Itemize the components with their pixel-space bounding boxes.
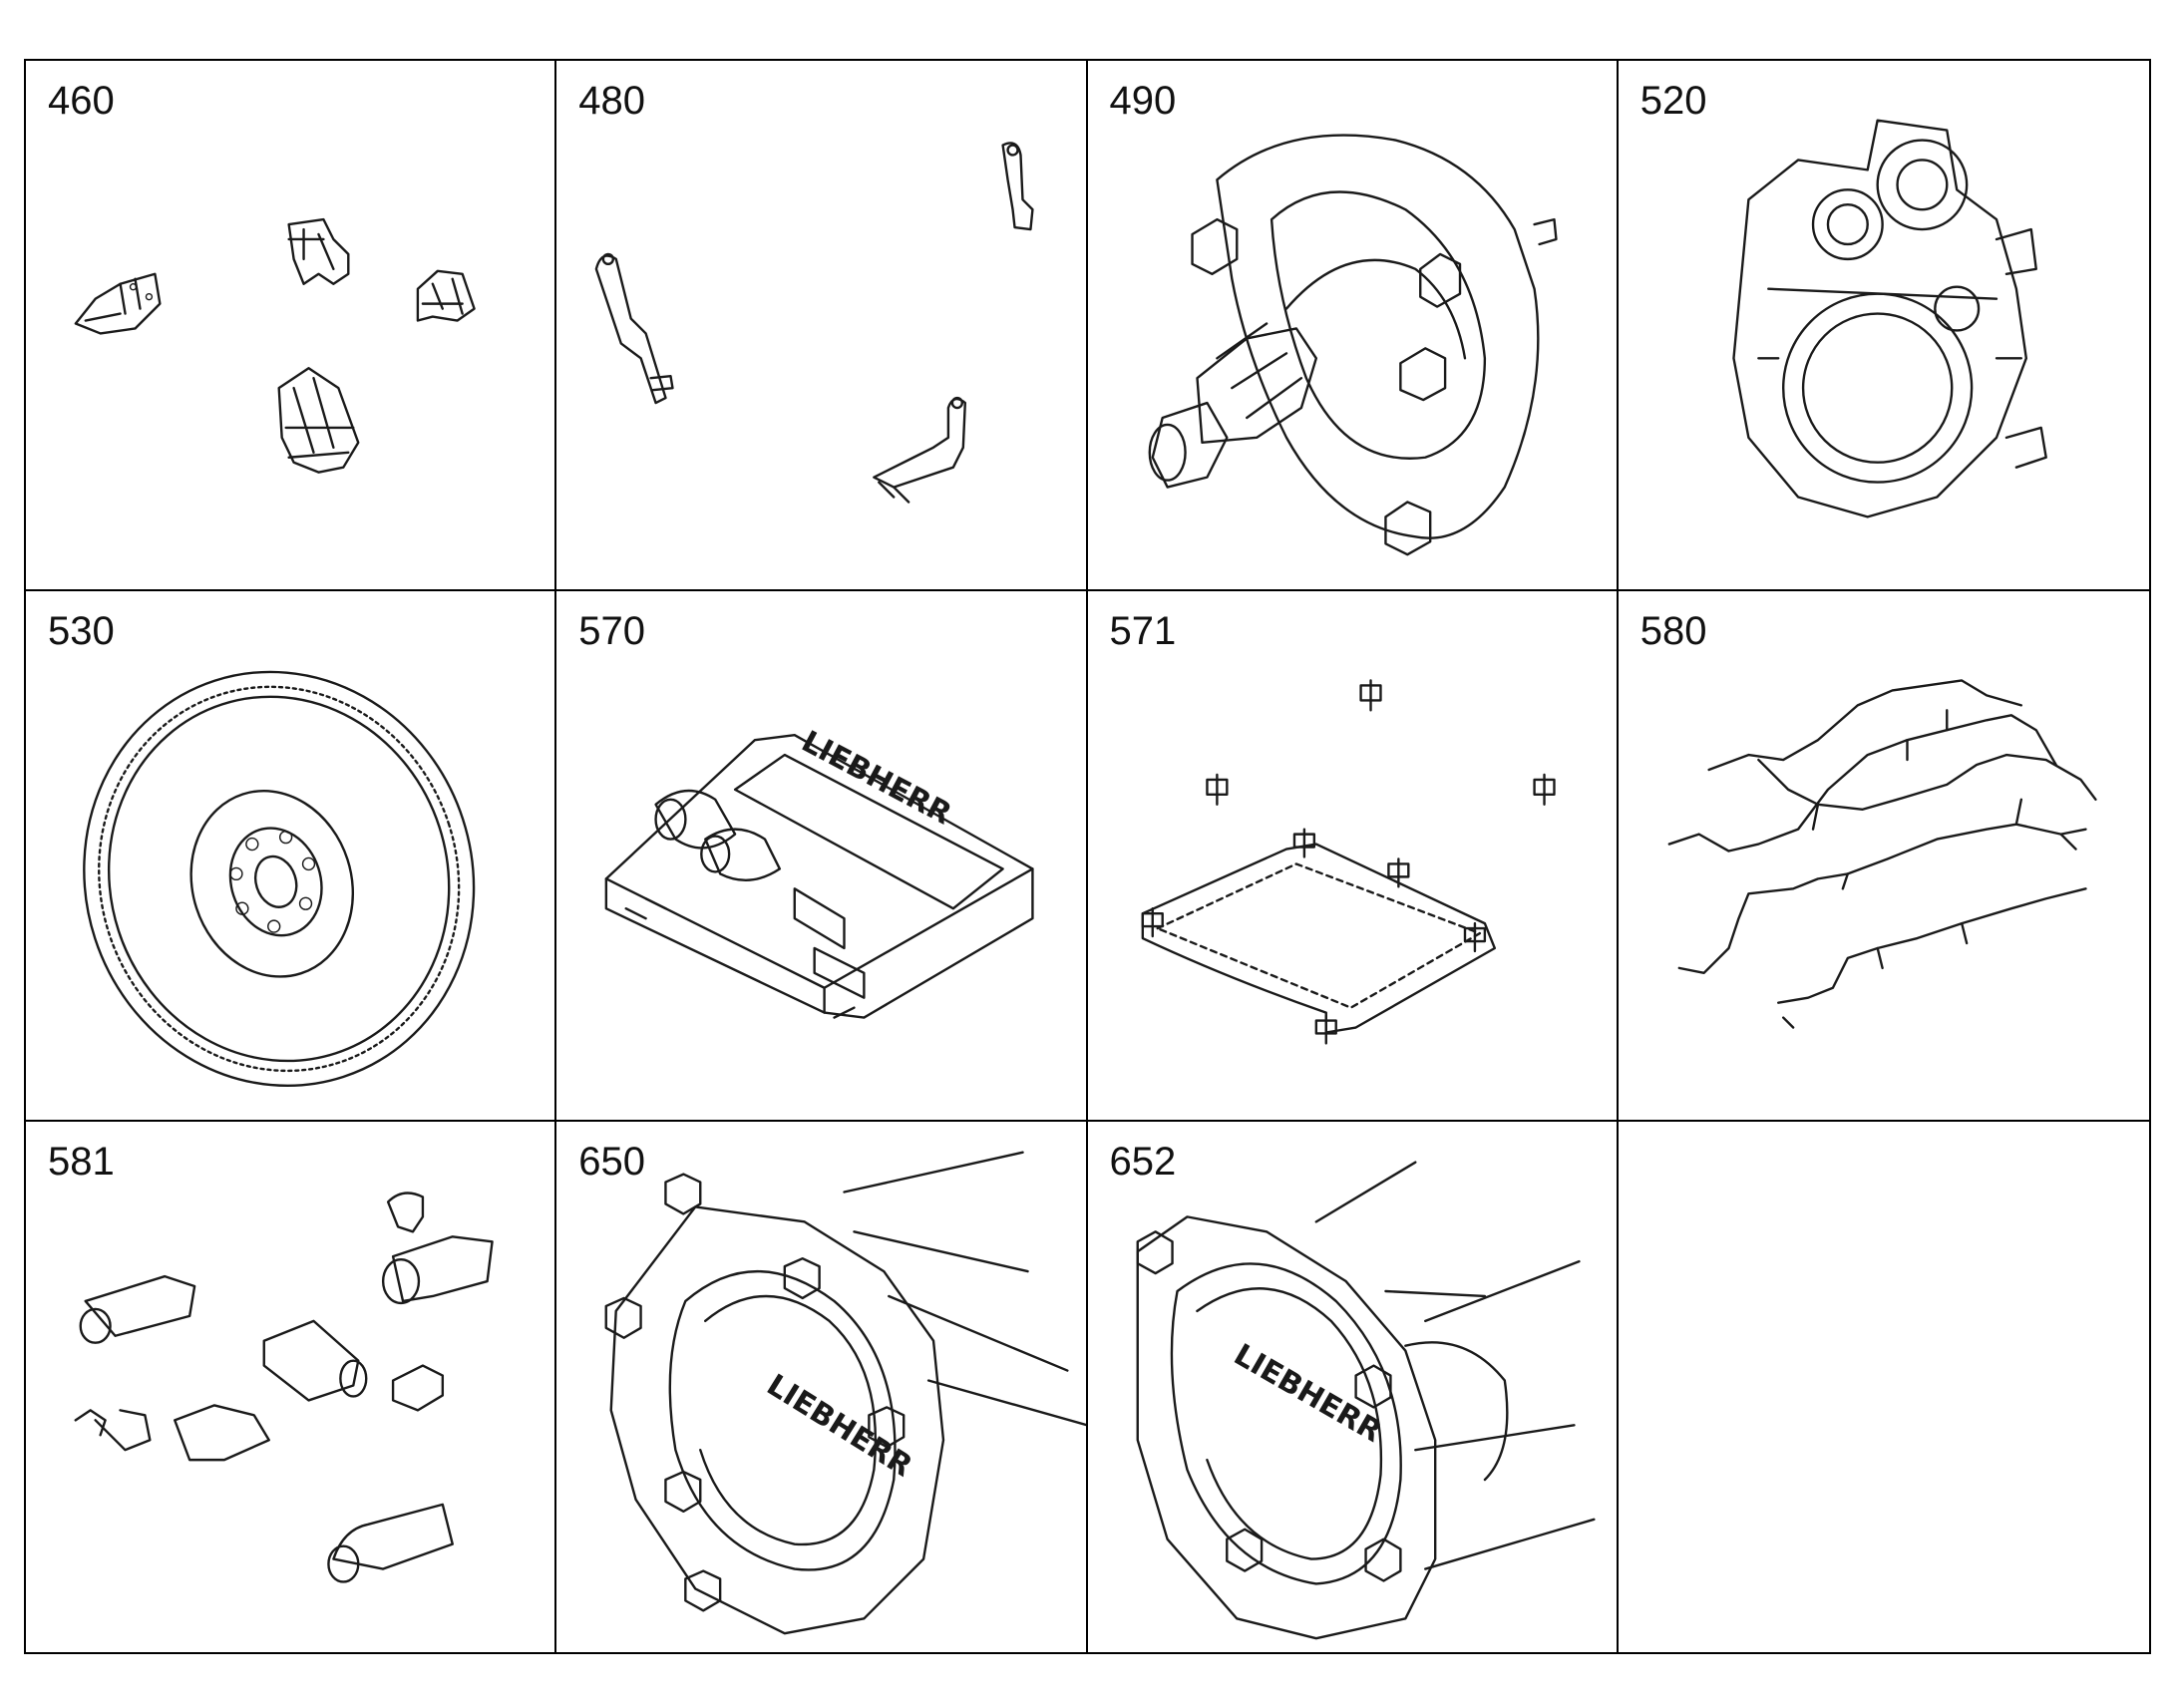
control-unit-icon: LIEBHERR [604,724,1034,1019]
wiring-harness-icon [1667,679,2097,1029]
pump-drive-flange-icon [1148,134,1558,556]
logo-text: LIEBHERR [1228,1337,1387,1450]
logo-text: LIEBHERR [796,724,957,832]
pto-housing-icon: LIEBHERR [604,1151,1086,1635]
group-cell-460[interactable]: 460 [26,61,557,591]
lifting-eyes-icon [594,142,1034,504]
group-number: 530 [48,609,115,653]
flywheel-icon [83,670,476,1088]
group-number: 650 [578,1140,645,1184]
timing-housing-icon [1732,119,2047,518]
group-number: 652 [1109,1140,1177,1184]
engine-mount-brackets-icon [74,217,476,474]
group-cell-571[interactable]: 571 [1087,591,1619,1122]
group-cell-580[interactable]: 580 [1618,591,2149,1122]
group-number: 460 [48,79,115,123]
group-cell-480[interactable]: 480 [556,61,1088,591]
group-cell-530[interactable]: 530 [26,591,557,1122]
group-cell-570[interactable]: 570 LIEBHERR [556,591,1088,1122]
group-cell-652[interactable]: 652 LIEBHERR [1088,1122,1619,1652]
group-number: 571 [1109,609,1177,653]
group-number: 520 [1639,79,1707,123]
group-number: 580 [1639,609,1707,653]
group-number: 480 [578,79,645,123]
pto-adapter-icon: LIEBHERR [1136,1161,1596,1640]
group-cell-581[interactable]: 581 [26,1122,557,1652]
sensors-icon [74,1192,494,1583]
group-cell-520[interactable]: 520 [1618,61,2149,591]
parts-group-grid: 460 480 490 [24,59,2151,1654]
group-cell-empty [1619,1122,2149,1652]
control-unit-mounting-icon [1141,679,1556,1045]
group-number: 570 [578,609,645,653]
fastener-group [1141,679,1556,1045]
group-number: 581 [48,1140,115,1184]
group-cell-490[interactable]: 490 [1087,61,1619,591]
group-number: 490 [1109,79,1177,123]
group-cell-650[interactable]: 650 LIEBHERR [556,1122,1088,1652]
